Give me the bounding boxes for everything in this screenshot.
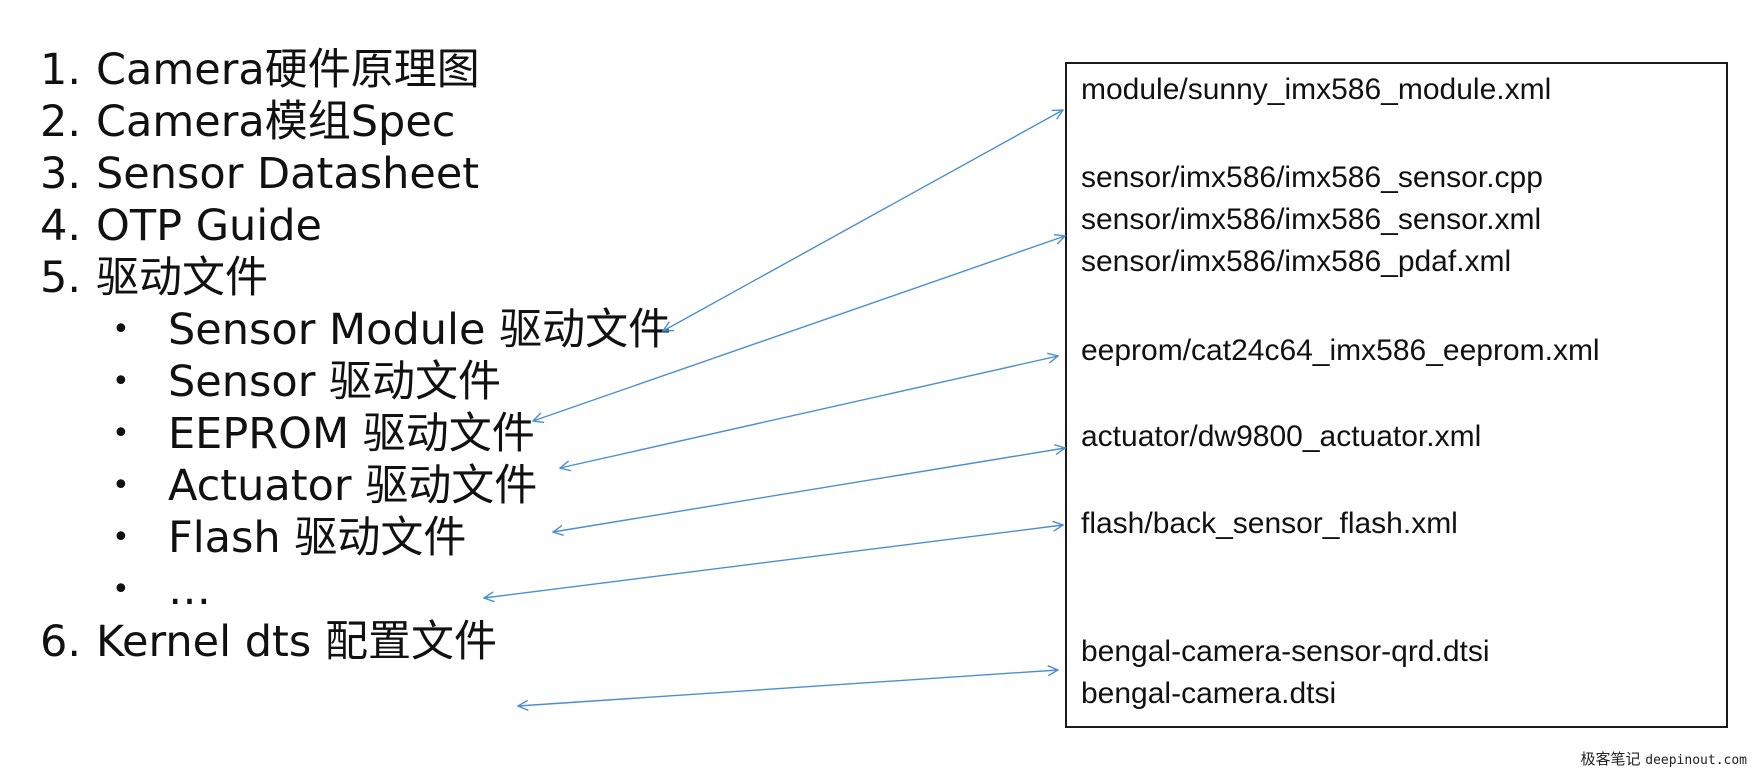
bullet-item-eeprom: • EEPROM 驱动文件 [112, 408, 535, 460]
list-item-2: 2. Camera模组Spec [40, 96, 560, 148]
list-number: 1. [40, 45, 82, 95]
arrow-flash [484, 525, 1063, 598]
file-sensor-xml: sensor/imx586/imx586_sensor.xml [1081, 203, 1542, 236]
bullet-dot: • [112, 416, 130, 451]
list-text: Kernel dts 配置文件 [96, 617, 497, 667]
bullet-text: Sensor 驱动文件 [168, 357, 502, 407]
file-sensor-dtsi: bengal-camera-sensor-qrd.dtsi [1081, 635, 1490, 668]
arrow-kernel-dts [518, 670, 1058, 706]
bullet-item-ellipsis: • … [112, 564, 211, 616]
bullet-dot: • [112, 572, 130, 607]
file-module-xml: module/sunny_imx586_module.xml [1081, 73, 1552, 106]
file-sensor-cpp: sensor/imx586/imx586_sensor.cpp [1081, 161, 1543, 194]
bullet-dot: • [112, 468, 130, 503]
arrow-eeprom [560, 356, 1058, 468]
list-number: 4. [40, 201, 82, 251]
bullet-item-flash: • Flash 驱动文件 [112, 512, 466, 564]
file-eeprom-xml: eeprom/cat24c64_imx586_eeprom.xml [1081, 334, 1600, 367]
file-pdaf-xml: sensor/imx586/imx586_pdaf.xml [1081, 245, 1512, 278]
file-flash-xml: flash/back_sensor_flash.xml [1081, 507, 1458, 540]
bullet-item-sensor: • Sensor 驱动文件 [112, 356, 501, 408]
list-item-3: 3. Sensor Datasheet [40, 148, 560, 200]
bullet-dot: • [112, 312, 130, 347]
file-camera-dtsi: bengal-camera.dtsi [1081, 677, 1337, 710]
bullet-text: … [168, 565, 211, 615]
file-actuator-xml: actuator/dw9800_actuator.xml [1081, 420, 1482, 453]
list-text: Camera模组Spec [96, 97, 456, 147]
list-number: 5. [40, 253, 82, 303]
watermark-site: deepinout.com [1645, 753, 1747, 768]
list-number: 3. [40, 149, 82, 199]
list-number: 2. [40, 97, 82, 147]
arrow-actuator [553, 448, 1065, 532]
bullet-text: EEPROM 驱动文件 [168, 409, 535, 459]
bullet-item-actuator: • Actuator 驱动文件 [112, 460, 537, 512]
list-text: Camera硬件原理图 [96, 45, 480, 95]
watermark-cn: 极客笔记 [1580, 750, 1641, 768]
list-text: OTP Guide [96, 201, 322, 251]
bullet-dot: • [112, 364, 130, 399]
arrow-sensor-module [663, 110, 1063, 331]
list-item-4: 4. OTP Guide [40, 200, 560, 252]
list-item-5: 5. 驱动文件 [40, 252, 560, 304]
list-text: 驱动文件 [96, 253, 268, 303]
bullet-dot: • [112, 520, 130, 555]
list-number: 6. [40, 617, 82, 667]
watermark: 极客笔记 deepinout.com [1580, 748, 1747, 769]
bullet-text: Actuator 驱动文件 [168, 461, 538, 511]
list-text: Sensor Datasheet [96, 149, 480, 199]
list-item-1: 1. Camera硬件原理图 [40, 44, 560, 96]
list-item-6: 6. Kernel dts 配置文件 [40, 616, 560, 668]
arrow-sensor [533, 236, 1065, 421]
bullet-text: Flash 驱动文件 [168, 513, 467, 563]
